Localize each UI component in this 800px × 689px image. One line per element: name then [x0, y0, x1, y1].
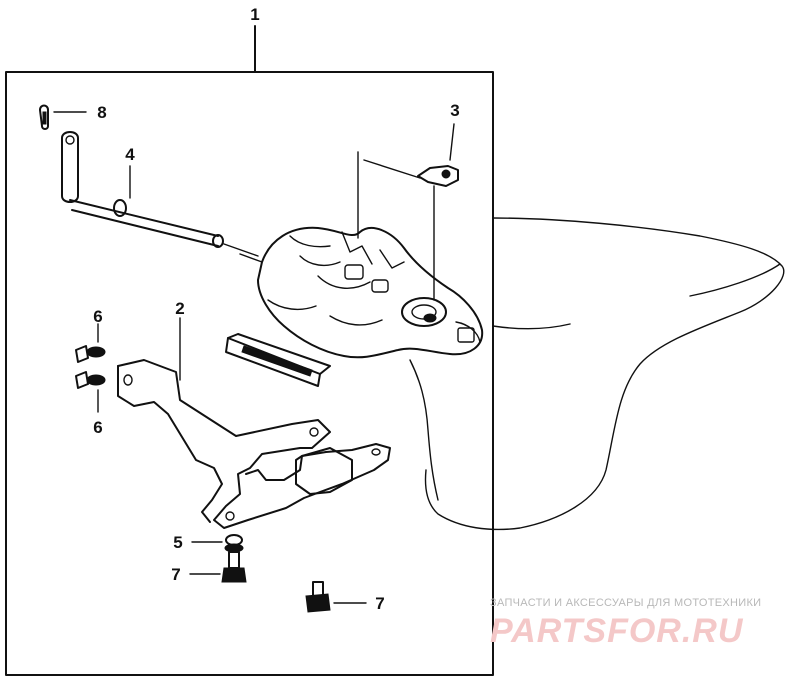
fuel-tank	[409, 217, 785, 531]
callout-6-bottom: 6	[93, 418, 102, 437]
watermark: ЗАПЧАСТИ И АКСЕССУАРЫ ДЛЯ МОТОТЕХНИКИ PA…	[490, 597, 761, 650]
part-8-clip	[39, 104, 87, 130]
callout-8: 8	[97, 103, 106, 122]
watermark-tagline: ЗАПЧАСТИ И АКСЕССУАРЫ ДЛЯ МОТОТЕХНИКИ	[490, 597, 761, 609]
callout-7-right: 7	[375, 594, 384, 613]
carburetor-body	[239, 151, 484, 359]
callout-7-left: 7	[171, 565, 180, 584]
assembly-frame	[5, 25, 494, 676]
callout-4: 4	[125, 145, 135, 164]
filter-element	[225, 333, 331, 387]
callout-3: 3	[450, 101, 459, 120]
part-7-bolt-right	[305, 581, 367, 613]
part-2-bracket	[117, 317, 391, 529]
part-4-linkage-rod	[61, 131, 259, 257]
part-3-lever	[417, 123, 459, 187]
callout-1: 1	[250, 5, 259, 24]
callout-6-top: 6	[93, 307, 102, 326]
callout-5: 5	[173, 533, 182, 552]
part-6-bolt-lower	[75, 371, 106, 413]
part-7-bolt-left	[189, 551, 247, 583]
part-6-bolt-upper	[75, 323, 106, 363]
callout-2: 2	[175, 299, 184, 318]
part-5-washer	[191, 534, 244, 553]
watermark-logo: PARTSFOR.RU	[490, 612, 744, 650]
